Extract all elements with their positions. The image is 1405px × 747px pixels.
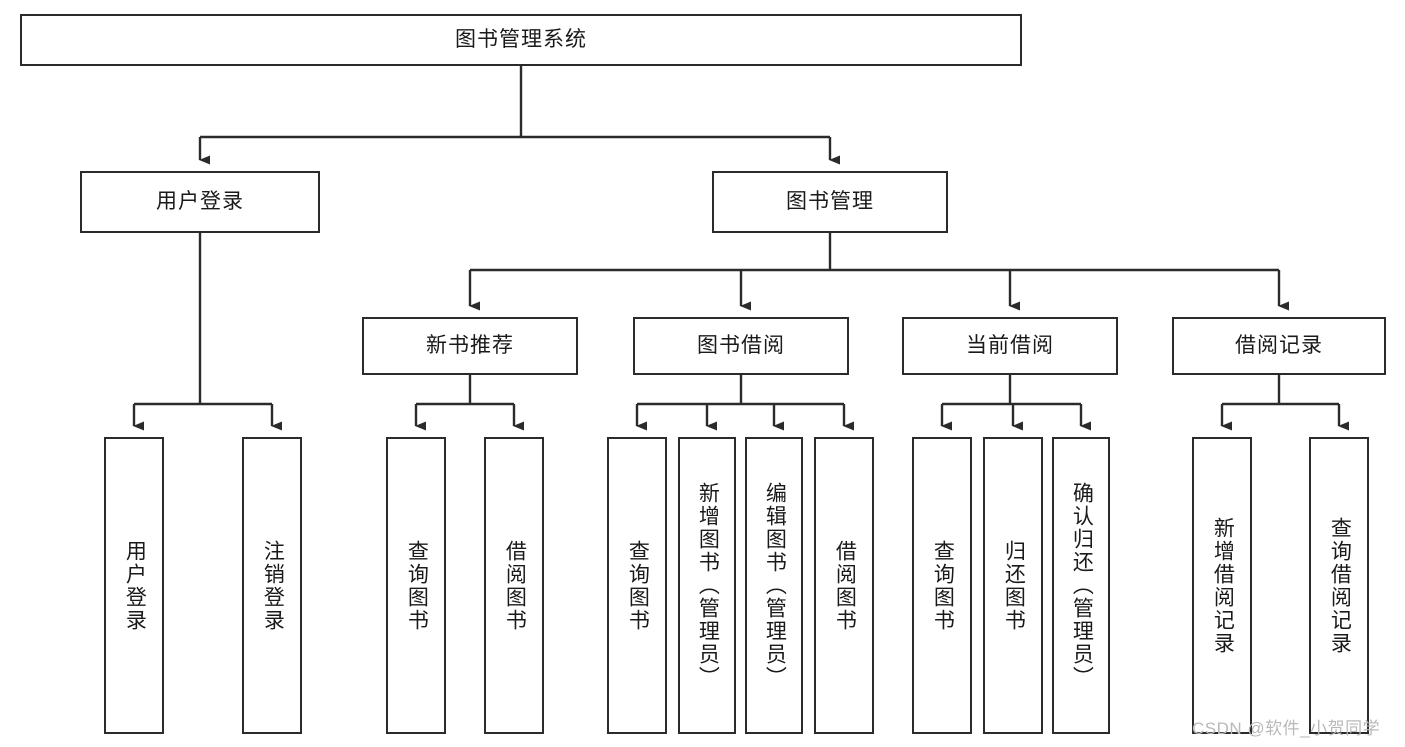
- node-label: 查询图书: [626, 539, 650, 632]
- node-label: 借阅图书: [833, 539, 857, 632]
- node-root[interactable]: 图书管理系统: [20, 14, 1022, 66]
- node-label: 新书推荐: [426, 334, 514, 358]
- node-leaf-borrow-book[interactable]: 借阅图书: [814, 437, 874, 734]
- node-label: 用户登录: [156, 190, 244, 214]
- node-leaf-query-book-recommend[interactable]: 查询图书: [386, 437, 446, 734]
- node-leaf-return-book[interactable]: 归还图书: [983, 437, 1043, 734]
- node-label: 查询借阅记录: [1328, 516, 1352, 655]
- node-new-book-recommend[interactable]: 新书推荐: [362, 317, 578, 375]
- node-leaf-query-book-current[interactable]: 查询图书: [912, 437, 972, 734]
- node-label: 借阅图书: [503, 539, 527, 632]
- connector-lines: [132, 66, 1349, 431]
- node-label: 图书借阅: [697, 334, 785, 358]
- node-book-borrow[interactable]: 图书借阅: [633, 317, 849, 375]
- node-label: 借阅记录: [1235, 334, 1323, 358]
- node-leaf-add-book[interactable]: 新增图书（管理员）: [678, 437, 736, 734]
- node-leaf-edit-book[interactable]: 编辑图书（管理员）: [745, 437, 803, 734]
- node-borrow-record[interactable]: 借阅记录: [1172, 317, 1386, 375]
- node-leaf-add-borrow-record[interactable]: 新增借阅记录: [1192, 437, 1252, 734]
- node-label: 图书管理系统: [455, 28, 587, 52]
- csdn-watermark: CSDN @软件_小贺同学: [1192, 719, 1381, 738]
- node-leaf-query-borrow-record[interactable]: 查询借阅记录: [1309, 437, 1369, 734]
- node-book-manage[interactable]: 图书管理: [712, 171, 948, 233]
- node-label: 用户登录: [123, 539, 147, 632]
- node-leaf-confirm-return[interactable]: 确认归还（管理员）: [1052, 437, 1110, 734]
- node-label: 编辑图书（管理员）: [763, 482, 787, 689]
- node-leaf-user-login[interactable]: 用户登录: [104, 437, 164, 734]
- node-label: 当前借阅: [966, 334, 1054, 358]
- node-label: 图书管理: [786, 190, 874, 214]
- node-user-login[interactable]: 用户登录: [80, 171, 320, 233]
- node-leaf-query-book-borrow[interactable]: 查询图书: [607, 437, 667, 734]
- node-label: 新增图书（管理员）: [696, 482, 720, 689]
- node-leaf-borrow-book-recommend[interactable]: 借阅图书: [484, 437, 544, 734]
- node-label: 确认归还（管理员）: [1070, 482, 1094, 689]
- node-current-borrow[interactable]: 当前借阅: [902, 317, 1118, 375]
- node-label: 归还图书: [1002, 539, 1026, 632]
- node-label: 新增借阅记录: [1211, 516, 1235, 655]
- node-label: 注销登录: [261, 539, 285, 632]
- node-label: 查询图书: [931, 539, 955, 632]
- node-label: 查询图书: [405, 539, 429, 632]
- node-leaf-logout[interactable]: 注销登录: [242, 437, 302, 734]
